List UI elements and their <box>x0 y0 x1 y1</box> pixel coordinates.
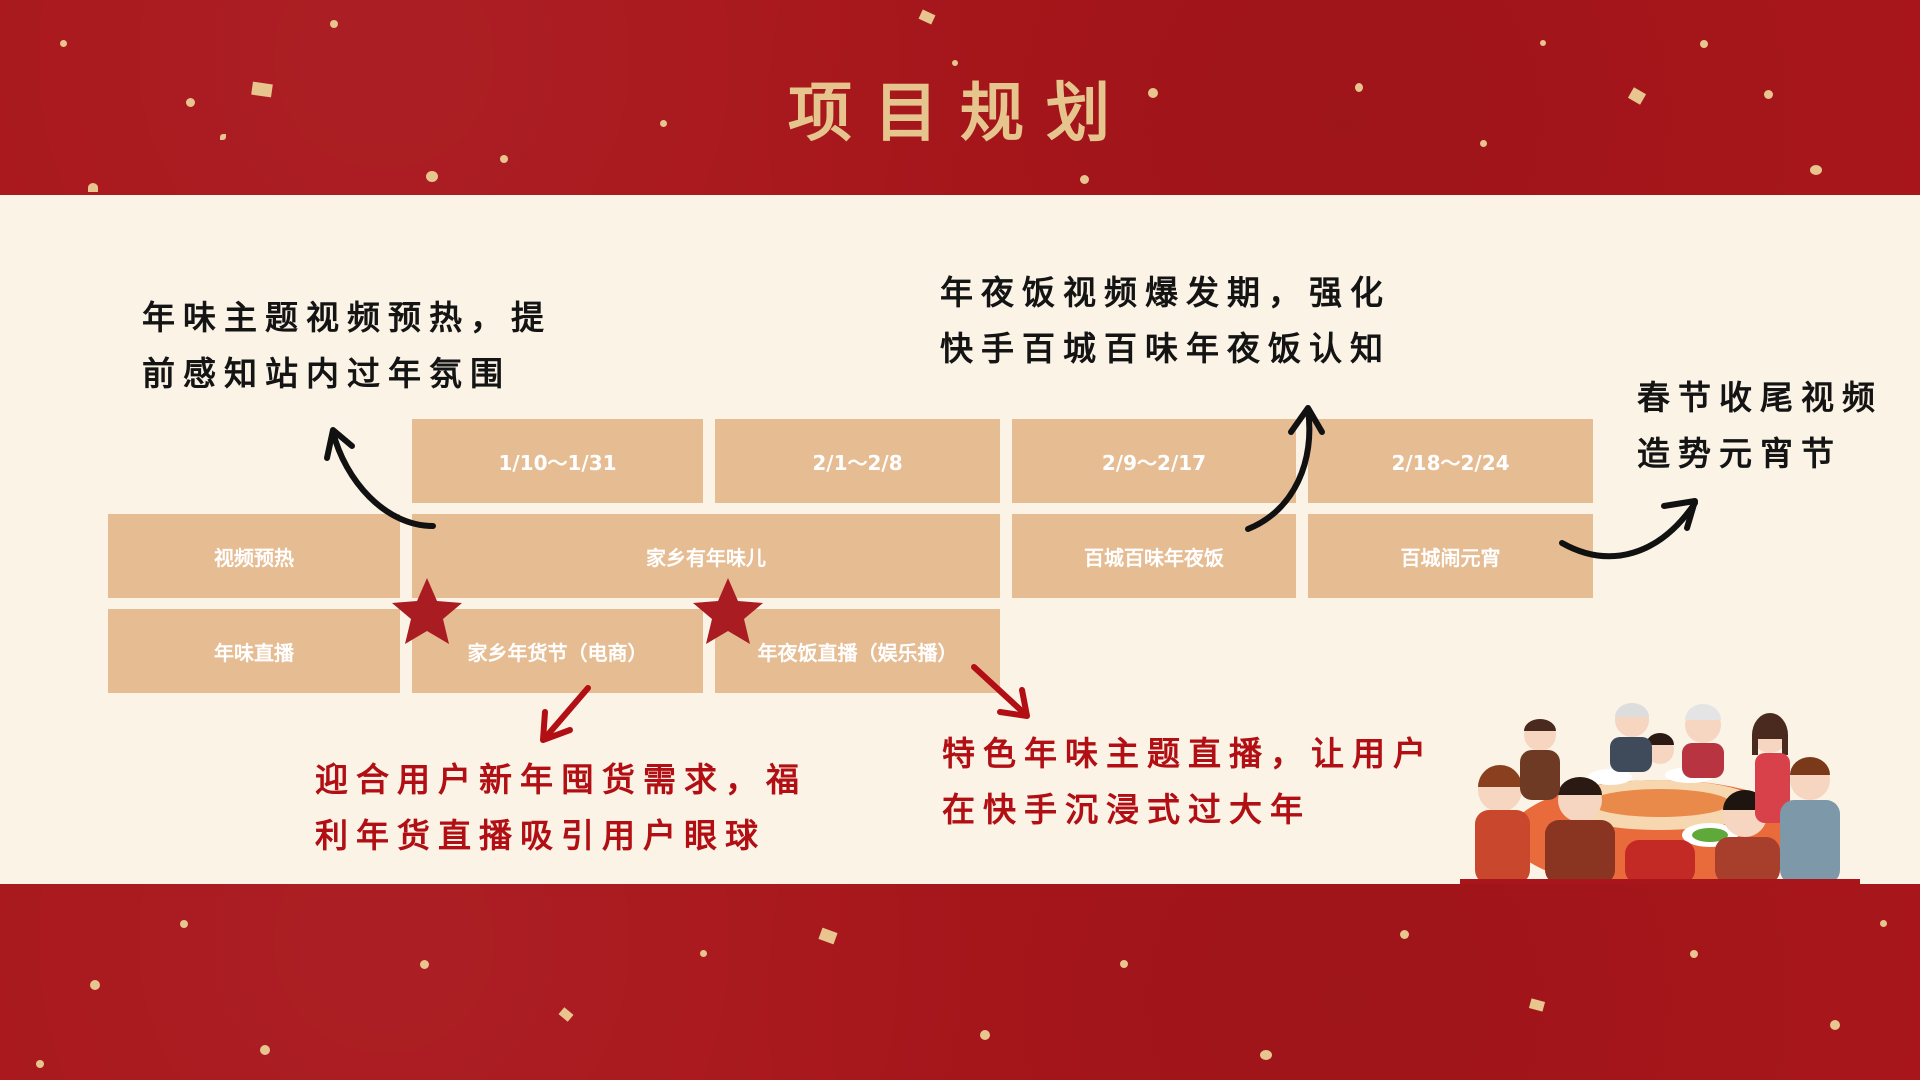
note-dinner-burst: 年夜饭视频爆发期，强化 快手百城百味年夜饭认知 <box>940 265 1391 377</box>
note-line: 年味主题视频预热，提 <box>142 298 552 337</box>
note-line: 前感知站内过年氛围 <box>142 354 511 393</box>
note-line: 特色年味主题直播，让用户 <box>942 734 1434 773</box>
note-immersive: 特色年味主题直播，让用户 在快手沉浸式过大年 <box>942 726 1434 838</box>
note-line: 春节收尾视频 <box>1637 378 1883 417</box>
lantern-festival-block: 百城闹元宵 <box>1308 514 1593 598</box>
note-line: 造势元宵节 <box>1637 434 1842 473</box>
date-block-2: 2/1～2/8 <box>715 419 1000 503</box>
note-preheat: 年味主题视频预热，提 前感知站内过年氛围 <box>142 290 552 402</box>
note-line: 利年货直播吸引用户眼球 <box>315 816 766 855</box>
page-title: 项目规划 <box>788 76 1132 151</box>
date-block-4: 2/18～2/24 <box>1308 419 1593 503</box>
hometown-flavor-block: 家乡有年味儿 <box>412 514 1000 598</box>
top-red-band <box>0 0 1920 195</box>
family-reunion-dinner-illustration <box>1460 703 1860 884</box>
note-line: 在快手沉浸式过大年 <box>942 790 1311 829</box>
note-line: 迎合用户新年囤货需求，福 <box>315 760 807 799</box>
dinner-live-block: 年夜饭直播（娱乐播） <box>715 609 1000 693</box>
video-preheat-block: 视频预热 <box>108 514 400 598</box>
shopping-festival-block: 家乡年货节（电商） <box>412 609 703 693</box>
date-block-1: 1/10～1/31 <box>412 419 703 503</box>
bottom-red-band <box>0 884 1920 1080</box>
note-ending: 春节收尾视频 造势元宵节 <box>1637 370 1883 482</box>
note-line: 年夜饭视频爆发期，强化 <box>940 273 1391 312</box>
note-line: 快手百城百味年夜饭认知 <box>940 329 1391 368</box>
note-shopping: 迎合用户新年囤货需求，福 利年货直播吸引用户眼球 <box>315 752 807 864</box>
date-block-3: 2/9～2/17 <box>1012 419 1296 503</box>
new-year-live-block: 年味直播 <box>108 609 400 693</box>
new-year-dinner-block: 百城百味年夜饭 <box>1012 514 1296 598</box>
